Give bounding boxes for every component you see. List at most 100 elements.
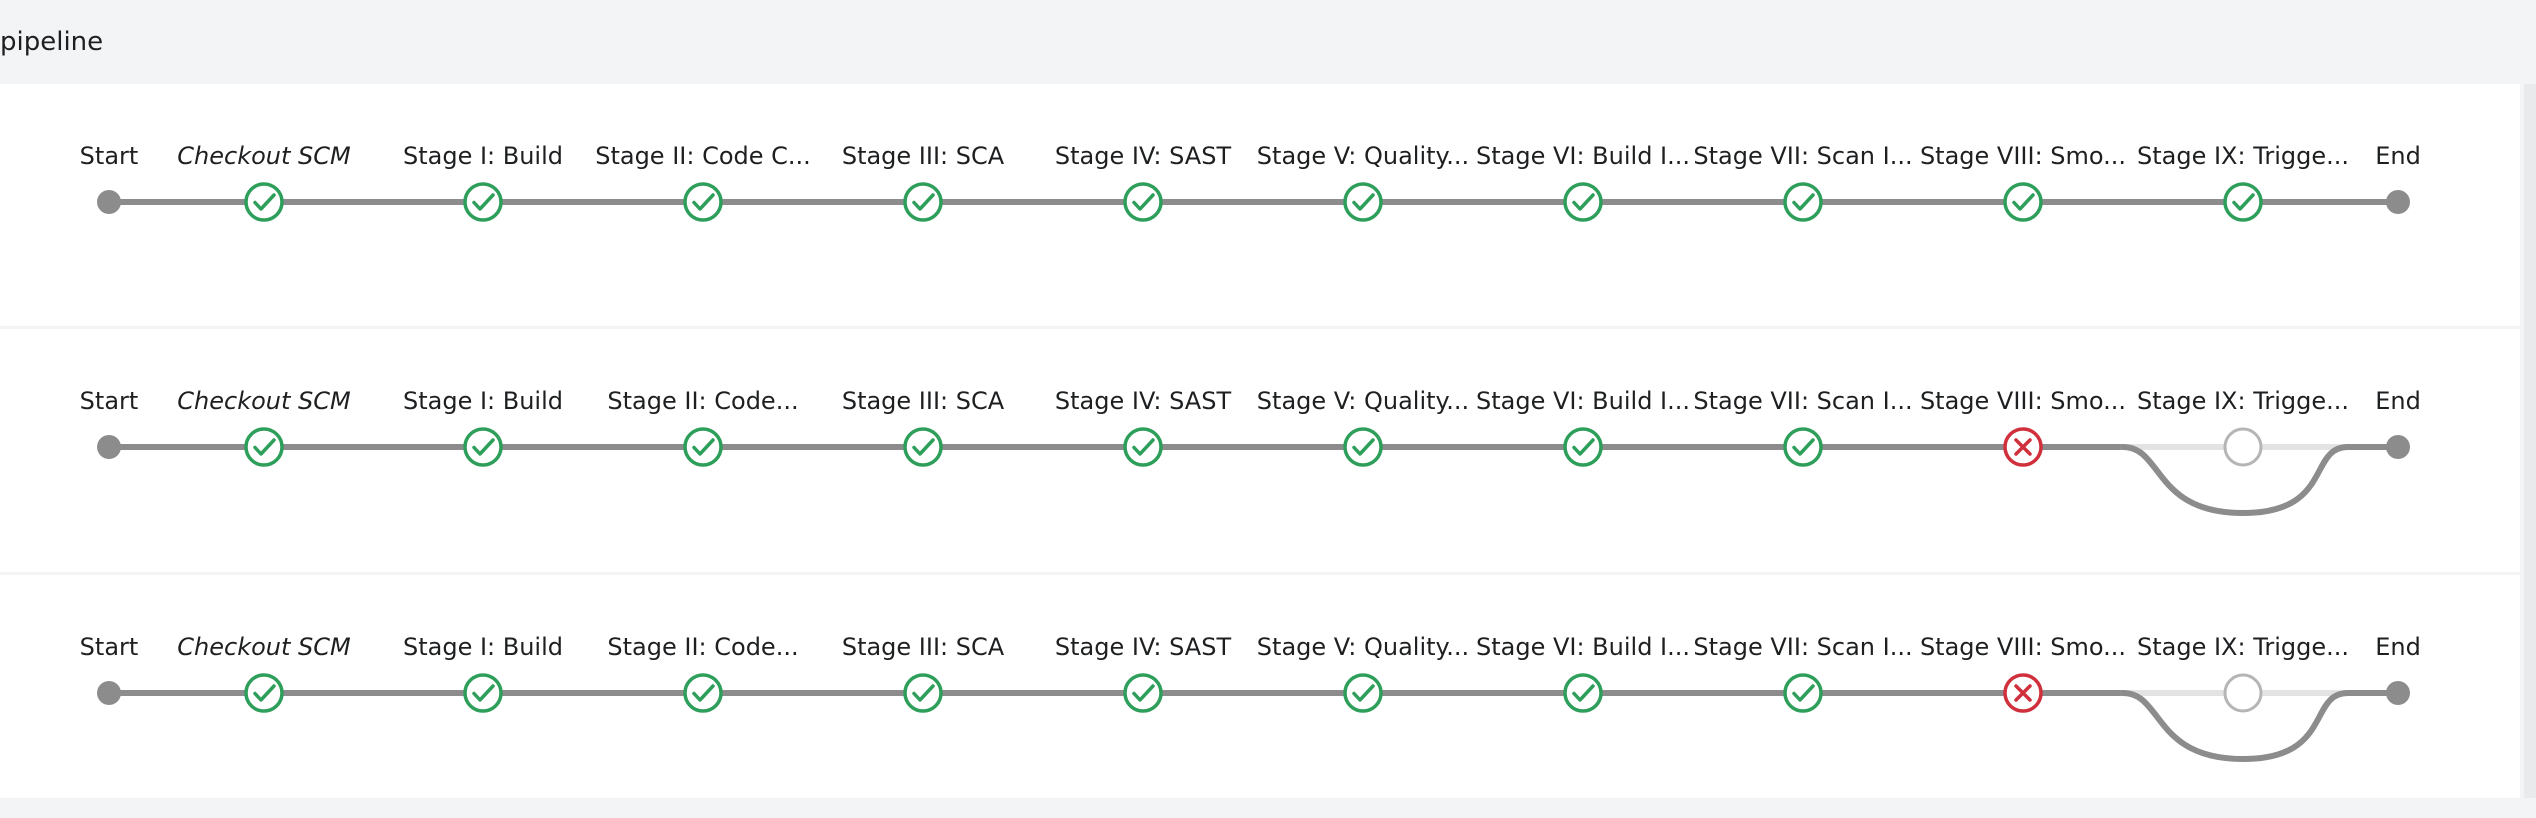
success-status-icon [463,182,503,222]
stage-node[interactable] [1783,673,1823,713]
stage-node[interactable] [2223,673,2263,713]
success-status-icon [903,182,943,222]
stage-node[interactable] [244,673,284,713]
success-status-icon [244,182,284,222]
stage-node[interactable] [463,673,503,713]
start-label: Start [79,142,139,170]
stage-label[interactable]: Stage IV: SAST [1054,387,1232,415]
stage-node[interactable] [683,673,723,713]
stage-node[interactable] [903,182,943,222]
check-icon [692,438,715,456]
stage-label[interactable]: Stage IV: SAST [1054,142,1232,170]
end-node [2386,681,2410,705]
stage-node[interactable] [2003,673,2043,713]
stage-node[interactable] [2223,427,2263,467]
check-icon [1132,438,1155,456]
stage-node[interactable] [1343,182,1383,222]
start-node [97,435,121,459]
start-node [97,190,121,214]
skipped-status-icon [2223,673,2263,713]
check-icon [1572,193,1595,211]
success-status-icon [1563,182,1603,222]
stage-label[interactable]: Stage V: Quality... [1256,142,1470,170]
stage-node[interactable] [2003,427,2043,467]
stage-node[interactable] [244,427,284,467]
stage-node[interactable] [2223,182,2263,222]
stage-label[interactable]: Checkout SCM [177,387,351,415]
pipeline-graph-1 [97,182,2410,222]
stage-label[interactable]: Stage I: Build [402,633,564,661]
stage-label[interactable]: Stage VIII: Smo... [1919,387,2127,415]
pipeline-run-1: Start Checkout SCM Stage I: Build Stage II:… [0,84,2520,326]
success-status-icon [463,673,503,713]
success-status-icon [1343,673,1383,713]
check-icon [912,438,935,456]
stage-label[interactable]: Stage VIII: Smo... [1919,142,2127,170]
success-status-icon [683,182,723,222]
success-status-icon [683,427,723,467]
stage-label[interactable]: Stage I: Build [402,142,564,170]
stage-label[interactable]: Stage III: SCA [841,387,1005,415]
check-icon [1572,438,1595,456]
stage-label[interactable]: Stage VI: Build I... [1475,142,1691,170]
cross-icon [2014,438,2032,456]
stage-label[interactable]: Stage V: Quality... [1256,633,1470,661]
stage-node[interactable] [903,427,943,467]
check-icon [1792,193,1815,211]
success-status-icon [1343,427,1383,467]
check-icon [1352,684,1375,702]
check-icon [1132,193,1155,211]
stage-node[interactable] [1563,427,1603,467]
bypass-track [2120,444,2351,517]
stage-label[interactable]: Stage VII: Scan I... [1693,142,1913,170]
stage-node[interactable] [244,182,284,222]
vertical-scrollbar[interactable] [2524,84,2536,798]
stage-node[interactable] [1563,673,1603,713]
stage-label[interactable]: Stage II: Code... [607,387,799,415]
stage-label[interactable]: Stage IX: Trigge... [2136,633,2350,661]
check-icon [1132,684,1155,702]
stage-node[interactable] [1563,182,1603,222]
stage-node[interactable] [1783,182,1823,222]
stage-label[interactable]: Stage II: Code... [607,633,799,661]
stage-node[interactable] [1123,673,1163,713]
stage-label[interactable]: Stage VI: Build I... [1475,387,1691,415]
success-status-icon [1783,427,1823,467]
stage-label[interactable]: Stage VII: Scan I... [1693,387,1913,415]
stage-label[interactable]: Checkout SCM [177,633,351,661]
success-status-icon [683,673,723,713]
stage-node[interactable] [2003,182,2043,222]
stage-label[interactable]: Stage III: SCA [841,142,1005,170]
check-icon [253,438,276,456]
stage-label[interactable]: Stage VII: Scan I... [1693,633,1913,661]
stage-label[interactable]: Stage IX: Trigge... [2136,142,2350,170]
check-icon [2232,193,2255,211]
stage-node[interactable] [1343,427,1383,467]
stage-node[interactable] [903,673,943,713]
stage-label[interactable]: Stage VIII: Smo... [1919,633,2127,661]
stage-label[interactable]: Stage IV: SAST [1054,633,1232,661]
stage-label[interactable]: Checkout SCM [177,142,351,170]
stage-node[interactable] [683,427,723,467]
success-status-icon [1783,182,1823,222]
stage-node[interactable] [1343,673,1383,713]
check-icon [472,438,495,456]
stage-label[interactable]: Stage III: SCA [841,633,1005,661]
check-icon [1352,193,1375,211]
stage-node[interactable] [1123,427,1163,467]
stage-node[interactable] [463,427,503,467]
stage-node[interactable] [463,182,503,222]
stage-label[interactable]: Stage V: Quality... [1256,387,1470,415]
stage-node[interactable] [683,182,723,222]
end-node [2386,435,2410,459]
stage-node[interactable] [1123,182,1163,222]
stage-node[interactable] [1783,427,1823,467]
start-node [97,681,121,705]
success-status-icon [2003,182,2043,222]
end-label: End [2375,387,2421,415]
stage-label[interactable]: Stage IX: Trigge... [2136,387,2350,415]
stage-label[interactable]: Stage I: Build [402,387,564,415]
stage-label[interactable]: Stage VI: Build I... [1475,633,1691,661]
stage-label[interactable]: Stage II: Code C... [595,142,811,170]
